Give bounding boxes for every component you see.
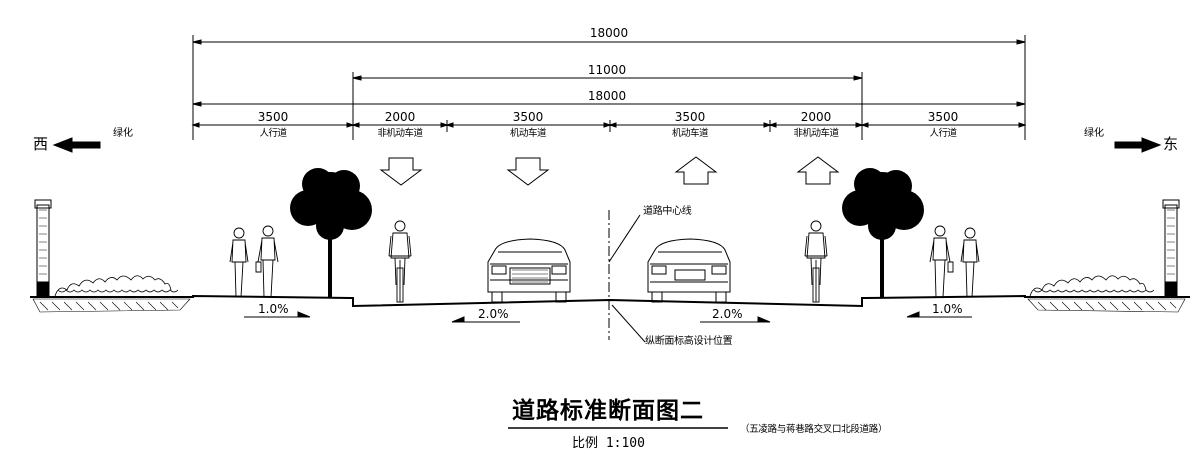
ground-profile [30, 294, 1190, 308]
design-elevation-leader [611, 304, 646, 343]
tree-icon [842, 168, 924, 297]
car-icon [647, 238, 731, 303]
slope-label-right-sidewalk: 1.0% [932, 302, 963, 316]
lamp-post-icon [1162, 199, 1180, 298]
pedestrian-icon [929, 225, 954, 298]
lane-label-motor-lane: 机动车道 [671, 128, 709, 139]
centerline-leader [608, 214, 641, 263]
greening-label-left: 绿化 [113, 128, 133, 139]
slope-label-left-sidewalk: 1.0% [258, 302, 289, 316]
east-arrow-icon [1114, 137, 1162, 153]
greening-label-right: 绿化 [1084, 128, 1104, 139]
slope-arrow-left-sidewalk [244, 311, 311, 318]
pedestrian-icon [229, 227, 249, 298]
shrub-icon [1029, 275, 1155, 297]
car-icon [487, 238, 571, 303]
greenbelt-soil-right [1027, 298, 1186, 313]
pedestrian-icon [960, 227, 980, 298]
up-arrow-icon [674, 156, 718, 185]
lane-label-sidewalk: 人行道 [259, 128, 287, 139]
drawing-title: 道路标准断面图二 [512, 398, 704, 424]
west-arrow-icon [52, 137, 101, 153]
direction-west: 西 [33, 135, 49, 153]
slope-label-right-carriageway: 2.0% [712, 307, 743, 321]
dimension-total-middle: 18000 [587, 89, 627, 103]
dimension-segment: 3500 [674, 110, 706, 124]
slope-arrow-right-carriageway [700, 316, 771, 323]
direction-east: 东 [1163, 135, 1179, 153]
down-arrow-icon [506, 157, 550, 186]
pedestrian-icon [255, 225, 279, 298]
dimension-line-segments [191, 120, 1027, 132]
up-arrow-icon [796, 156, 840, 185]
dimension-total-top: 18000 [589, 26, 629, 40]
dimension-line-carriageway [352, 72, 863, 140]
dimension-line-total-middle [192, 101, 1026, 107]
dimension-line-total-top [192, 35, 1026, 140]
design-elevation-annotation: 纵断面标高设计位置 [645, 336, 733, 347]
centerline-annotation: 道路中心线 [643, 206, 692, 217]
cyclist-icon [804, 220, 828, 303]
lamp-post-icon [34, 199, 52, 298]
lane-label-bike-lane: 非机动车道 [793, 128, 839, 139]
dimension-carriageway: 11000 [587, 63, 627, 77]
lane-label-sidewalk: 人行道 [929, 128, 957, 139]
tree-icon [290, 168, 372, 297]
cyclist-icon [388, 220, 412, 303]
drawing-subtitle: （五凌路与蒋巷路交叉口北段道路） [740, 424, 888, 435]
greenbelt-soil-left [32, 298, 191, 313]
dimension-segment: 2000 [384, 110, 416, 124]
drawing-scale: 比例 1:100 [572, 436, 645, 451]
slope-arrow-right-sidewalk [906, 311, 972, 318]
dimension-segment: 3500 [512, 110, 544, 124]
lane-label-motor-lane: 机动车道 [509, 128, 547, 139]
down-arrow-icon [379, 157, 423, 186]
dimension-segment: 2000 [800, 110, 832, 124]
shrub-icon [54, 275, 179, 297]
dimension-segment: 3500 [927, 110, 959, 124]
slope-label-left-carriageway: 2.0% [478, 307, 509, 321]
lane-label-bike-lane: 非机动车道 [377, 128, 423, 139]
slope-arrow-left-carriageway [451, 316, 520, 323]
dimension-segment: 3500 [257, 110, 289, 124]
